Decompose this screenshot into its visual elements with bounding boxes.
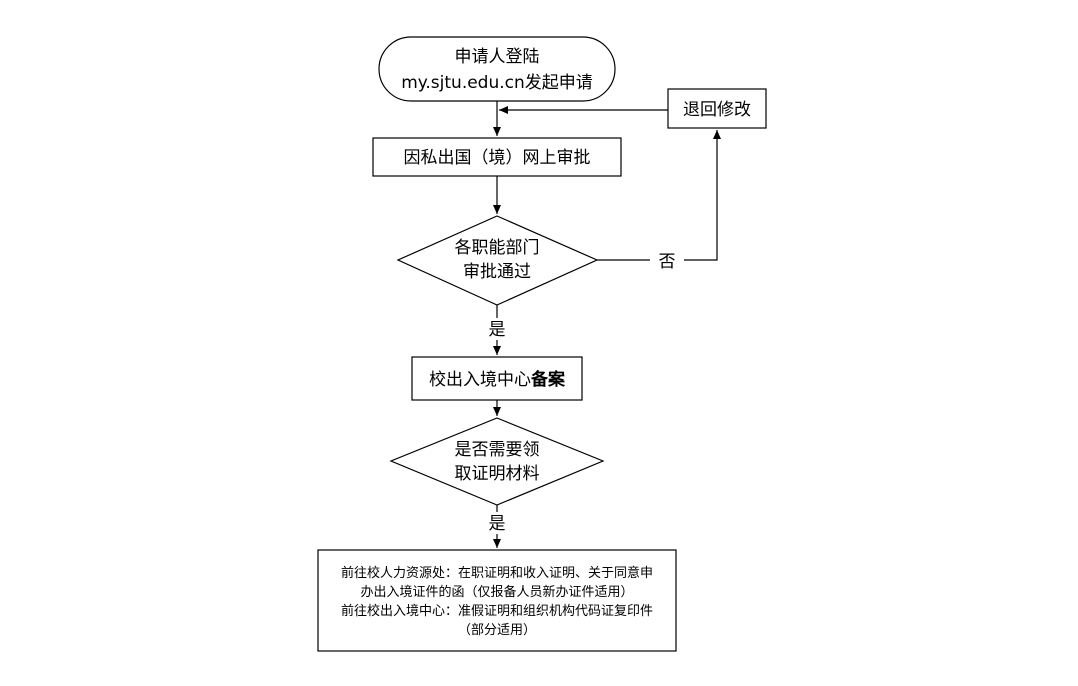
- approval-decision-node: 各职能部门 审批通过: [396, 215, 599, 306]
- final-info-line4: （部分适用）: [458, 623, 536, 638]
- materials-decision-node: 是否需要领 取证明材料: [389, 417, 605, 506]
- online-approval-label: 因私出国（境）网上审批: [404, 148, 591, 168]
- edge-label-yes-2-bg: [484, 512, 510, 534]
- filing-label: 校出入境中心备案: [429, 369, 566, 390]
- approval-decision-line2: 审批通过: [463, 262, 531, 282]
- final-info-line2: 办出入境证件的函（仅报备人员新办证件适用）: [360, 584, 633, 600]
- return-edit-node: 退回修改: [667, 88, 767, 129]
- final-info-shape: [317, 549, 677, 652]
- filing-label-normal: 校出入境中心: [429, 370, 531, 390]
- edge-label-yes-2: 是: [489, 514, 506, 534]
- filing-label-bold: 备案: [530, 369, 566, 390]
- edge-label-yes-1: 是: [489, 320, 506, 340]
- materials-decision-shape: [389, 417, 605, 506]
- online-approval-shape: [372, 137, 622, 177]
- final-info-line1: 前往校人力资源处：在职证明和收入证明、关于同意申: [341, 565, 653, 581]
- final-info-node: 前往校人力资源处：在职证明和收入证明、关于同意申 办出入境证件的函（仅报备人员新…: [317, 549, 677, 652]
- edge-label-no-bg: [650, 250, 684, 272]
- edge-label-no: 否: [659, 252, 676, 272]
- online-approval-node: 因私出国（境）网上审批: [372, 137, 622, 177]
- filing-node: 校出入境中心备案: [411, 356, 583, 401]
- final-info-line3: 前往校出入境中心：准假证明和组织机构代码证复印件: [341, 603, 653, 619]
- start-node: 申请人登陆 my.sjtu.edu.cn发起申请: [378, 36, 616, 102]
- return-edit-shape: [667, 88, 767, 129]
- filing-shape: [411, 356, 583, 401]
- edge-label-yes-1-bg: [484, 318, 510, 340]
- start-node-line1: 申请人登陆: [455, 47, 540, 67]
- return-edit-label: 退回修改: [683, 100, 751, 120]
- materials-decision-line2: 取证明材料: [455, 464, 540, 484]
- materials-decision-line1: 是否需要领: [455, 440, 540, 460]
- approval-decision-line1: 各职能部门: [455, 238, 540, 258]
- edge-decision-no-to-return: [597, 130, 721, 261]
- start-node-line2: my.sjtu.edu.cn发起申请: [401, 73, 593, 93]
- approval-decision-shape: [396, 215, 599, 306]
